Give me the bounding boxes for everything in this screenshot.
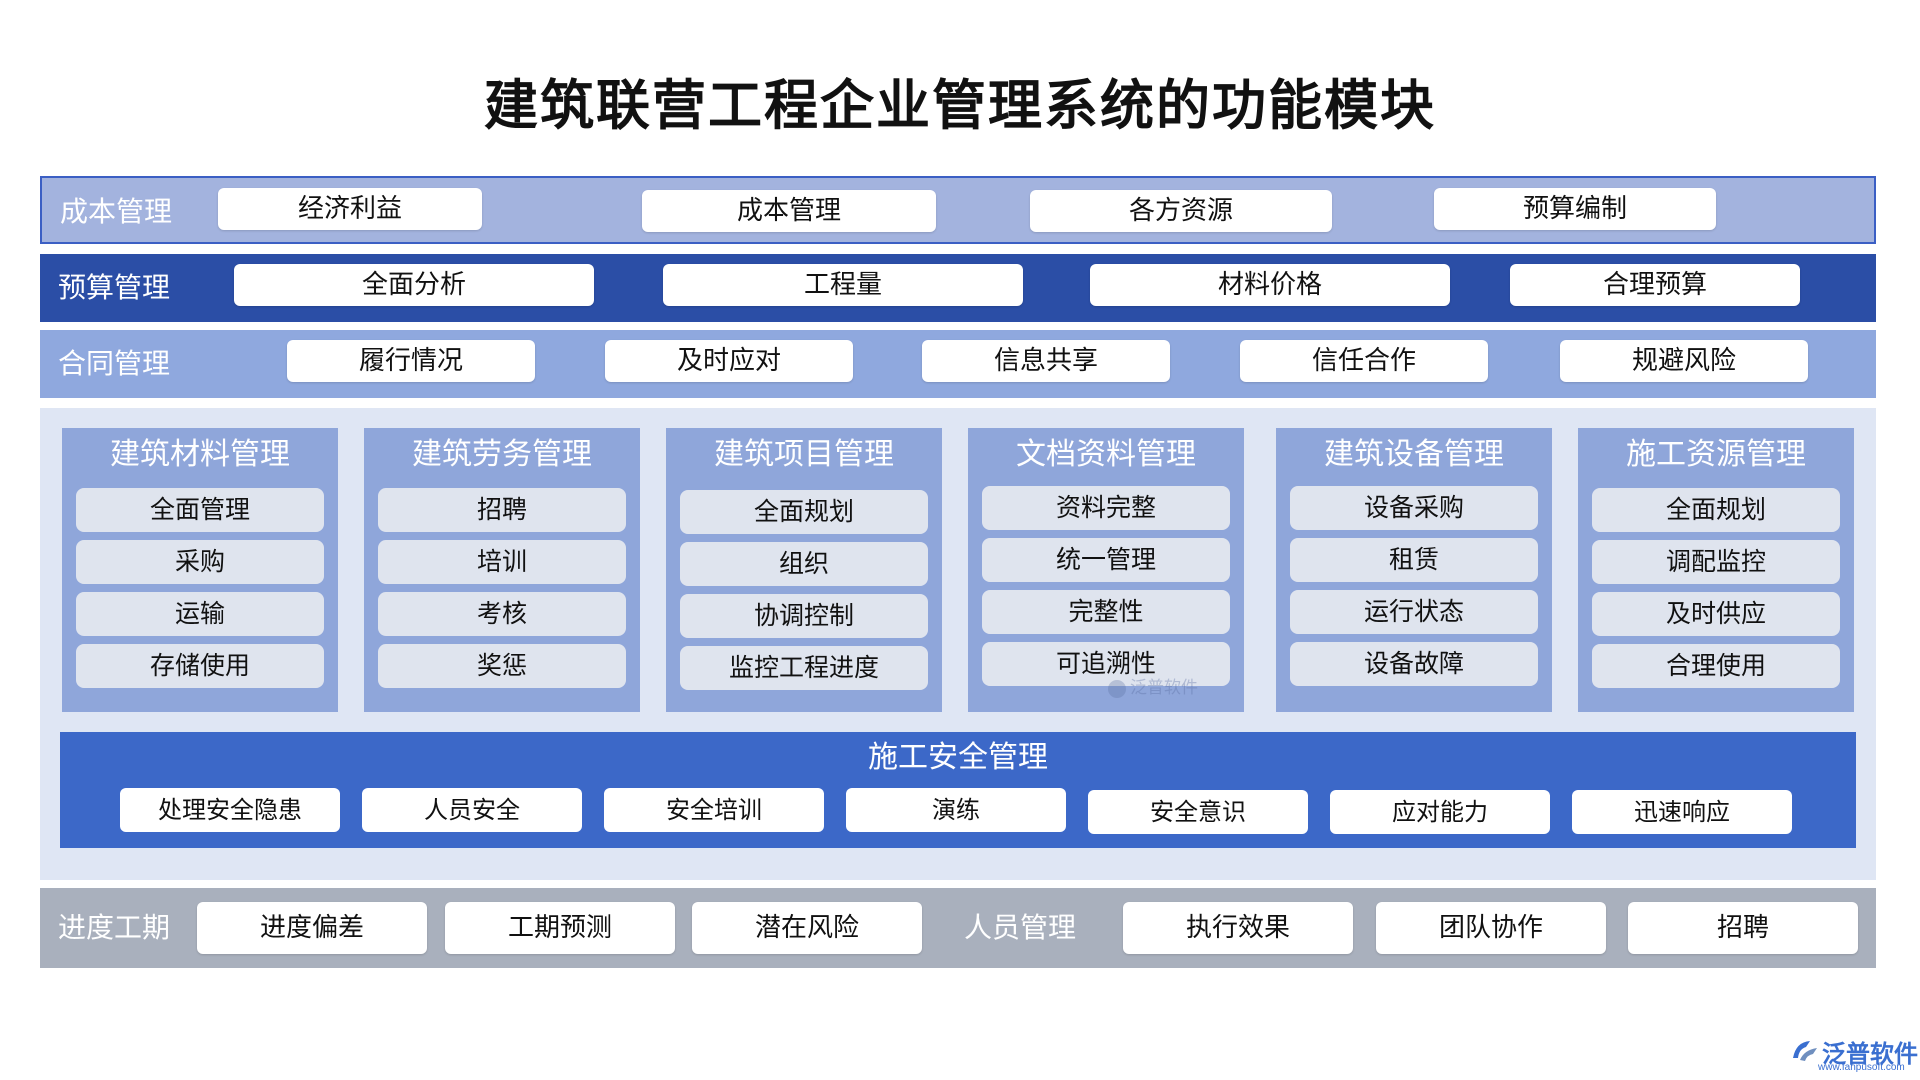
watermark: 泛普软件 — [1108, 673, 1248, 703]
safety-management-band: 施工安全管理 处理安全隐患 人员安全 安全培训 演练 安全意识 应对能力 迅速响… — [60, 732, 1856, 848]
module-column-labor: 建筑劳务管理 招聘 培训 考核 奖惩 — [364, 428, 640, 712]
contract-management-label: 合同管理 — [58, 347, 171, 380]
page-title: 建筑联营工程企业管理系统的功能模块 — [484, 73, 1436, 137]
safety-title: 施工安全管理 — [868, 740, 1048, 775]
contract-item: 信息共享 — [922, 340, 1170, 382]
budget-item: 材料价格 — [1090, 264, 1450, 306]
module-section: 建筑材料管理 全面管理 采购 运输 存储使用 建筑劳务管理 招聘 培训 考核 奖… — [40, 408, 1876, 880]
personnel-label: 人员管理 — [964, 911, 1077, 944]
column-item: 奖惩 — [378, 644, 626, 688]
column-item: 协调控制 — [680, 594, 928, 638]
contract-item: 规避风险 — [1560, 340, 1808, 382]
schedule-item: 工期预测 — [445, 902, 675, 954]
column-item: 存储使用 — [76, 644, 324, 688]
cost-item: 预算编制 — [1434, 188, 1716, 230]
cost-item: 各方资源 — [1030, 190, 1332, 232]
safety-item: 安全培训 — [604, 788, 824, 832]
cost-item: 经济利益 — [218, 188, 482, 230]
cost-item: 成本管理 — [642, 190, 936, 232]
column-item: 全面管理 — [76, 488, 324, 532]
column-item: 可追溯性 — [982, 642, 1230, 686]
column-item: 设备故障 — [1290, 642, 1538, 686]
safety-item: 安全意识 — [1088, 790, 1308, 834]
logo-mark-icon — [1793, 1041, 1817, 1061]
column-item: 及时供应 — [1592, 592, 1840, 636]
contract-item: 信任合作 — [1240, 340, 1488, 382]
safety-item: 人员安全 — [362, 788, 582, 832]
safety-item: 演练 — [846, 788, 1066, 832]
budget-item: 合理预算 — [1510, 264, 1800, 306]
schedule-item: 潜在风险 — [692, 902, 922, 954]
column-item: 全面规划 — [1592, 488, 1840, 532]
contract-item: 履行情况 — [287, 340, 535, 382]
module-column-resources: 施工资源管理 全面规划 调配监控 及时供应 合理使用 — [1578, 428, 1854, 712]
column-title: 建筑材料管理 — [110, 437, 290, 472]
column-title: 建筑设备管理 — [1324, 437, 1504, 472]
cost-management-band: 成本管理 经济利益 成本管理 各方资源 预算编制 — [40, 176, 1876, 244]
cost-management-label: 成本管理 — [60, 195, 173, 228]
column-item: 全面规划 — [680, 490, 928, 534]
column-item: 运输 — [76, 592, 324, 636]
column-item: 资料完整 — [982, 486, 1230, 530]
column-item: 考核 — [378, 592, 626, 636]
column-item: 完整性 — [982, 590, 1230, 634]
column-item: 统一管理 — [982, 538, 1230, 582]
module-column-project: 建筑项目管理 全面规划 组织 协调控制 监控工程进度 — [666, 428, 942, 712]
budget-management-label: 预算管理 — [58, 271, 171, 304]
safety-item: 处理安全隐患 — [120, 788, 340, 832]
schedule-label: 进度工期 — [58, 911, 171, 944]
column-title: 施工资源管理 — [1626, 437, 1806, 472]
column-title: 建筑劳务管理 — [412, 437, 592, 472]
column-item: 租赁 — [1290, 538, 1538, 582]
column-item: 合理使用 — [1592, 644, 1840, 688]
schedule-personnel-band: 进度工期 进度偏差 工期预测 潜在风险 人员管理 执行效果 团队协作 招聘 — [40, 888, 1876, 968]
logo-name: 泛普软件 — [1822, 1041, 1918, 1068]
column-item: 设备采购 — [1290, 486, 1538, 530]
safety-item: 应对能力 — [1330, 790, 1550, 834]
personnel-item: 执行效果 — [1123, 902, 1353, 954]
personnel-item: 团队协作 — [1376, 902, 1606, 954]
budget-item: 工程量 — [663, 264, 1023, 306]
schedule-item: 进度偏差 — [197, 902, 427, 954]
column-item: 运行状态 — [1290, 590, 1538, 634]
module-column-materials: 建筑材料管理 全面管理 采购 运输 存储使用 — [62, 428, 338, 712]
safety-item: 迅速响应 — [1572, 790, 1792, 834]
budget-management-band: 预算管理 全面分析 工程量 材料价格 合理预算 — [40, 254, 1876, 322]
contract-management-band: 合同管理 履行情况 及时应对 信息共享 信任合作 规避风险 — [40, 330, 1876, 398]
budget-item: 全面分析 — [234, 264, 594, 306]
column-item: 组织 — [680, 542, 928, 586]
column-item: 监控工程进度 — [680, 646, 928, 690]
column-title: 文档资料管理 — [1016, 437, 1196, 472]
column-item: 培训 — [378, 540, 626, 584]
column-title: 建筑项目管理 — [714, 437, 894, 472]
logo-url: www.fanpusoft.com — [1818, 1062, 1905, 1073]
contract-item: 及时应对 — [605, 340, 853, 382]
column-item: 招聘 — [378, 488, 626, 532]
watermark-logo-icon — [1108, 679, 1126, 698]
column-item: 调配监控 — [1592, 540, 1840, 584]
watermark-text: 泛普软件 — [1130, 678, 1198, 697]
module-column-documents: 文档资料管理 资料完整 统一管理 完整性 可追溯性 — [968, 428, 1244, 712]
module-column-equipment: 建筑设备管理 设备采购 租赁 运行状态 设备故障 — [1276, 428, 1552, 712]
column-item: 采购 — [76, 540, 324, 584]
brand-logo: 泛普软件 www.fanpusoft.com — [1790, 1034, 1920, 1078]
personnel-item: 招聘 — [1628, 902, 1858, 954]
